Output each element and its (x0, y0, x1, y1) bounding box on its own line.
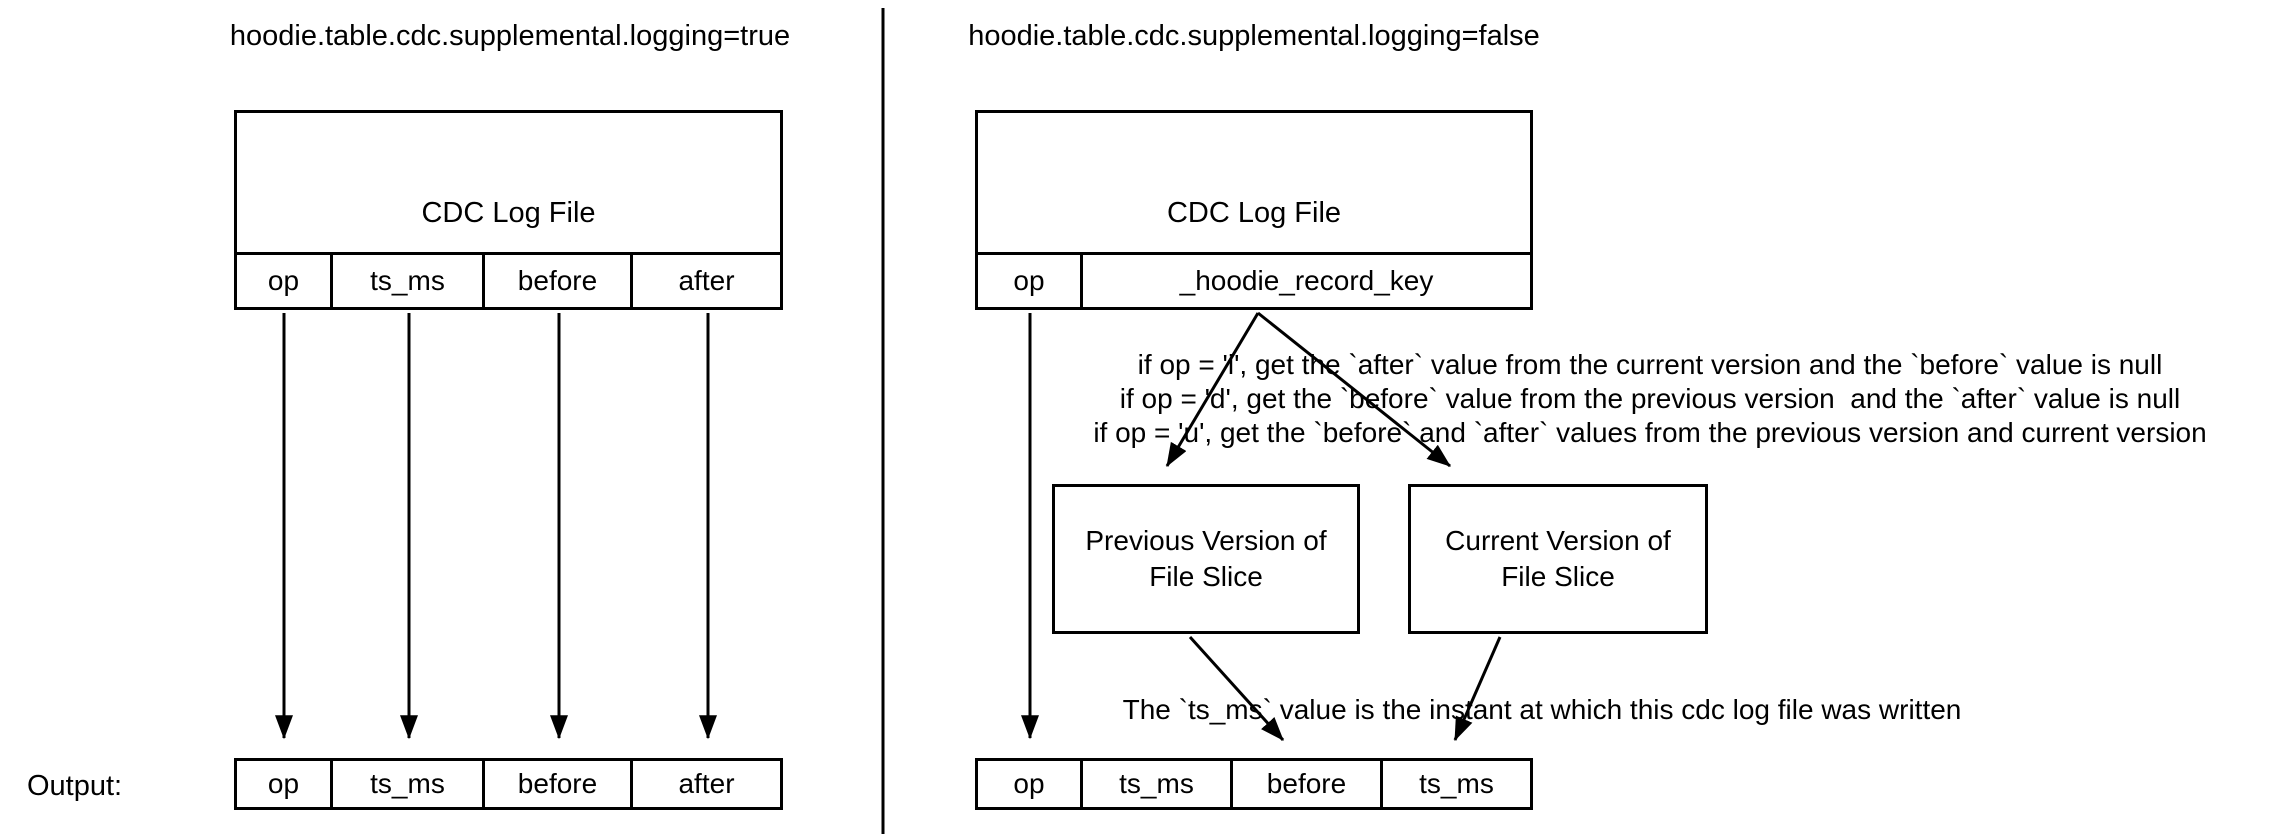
op-rules-text: if op = 'i', get the `after` value from … (1020, 348, 2278, 450)
left-log-col-tsms: ts_ms (333, 255, 485, 307)
right-output-col-tsms: ts_ms (1083, 761, 1233, 807)
right-log-col-op: op (978, 255, 1083, 307)
current-slice-label-line1: Current Version of (1445, 525, 1671, 556)
right-cdc-log-file-label: CDC Log File (978, 113, 1530, 255)
left-cdc-header-row: op ts_ms before after (237, 255, 780, 307)
left-output-row: op ts_ms before after (234, 758, 783, 810)
current-slice-label-line2: File Slice (1501, 561, 1615, 592)
arrow-current-slice-to-tsms (1453, 636, 1502, 742)
left-log-col-op: op (237, 255, 333, 307)
op-rule-insert: if op = 'i', get the `after` value from … (1137, 349, 2163, 380)
right-panel-title: hoodie.table.cdc.supplemental.logging=fa… (968, 20, 1540, 52)
arrow-previous-slice-to-before (1188, 635, 1285, 742)
left-log-col-before: before (485, 255, 633, 307)
ts-ms-note-text: The `ts_ms` value is the instant at whic… (1122, 694, 1962, 725)
op-rule-update: if op = 'u', get the `before` and `after… (1093, 417, 2207, 448)
right-output-col-op: op (978, 761, 1083, 807)
left-output-col-tsms: ts_ms (333, 761, 485, 807)
arrow-recordkey-to-previous-slice (1165, 312, 1260, 468)
right-cdc-log-file-box: CDC Log File op _hoodie_record_key (975, 110, 1533, 310)
previous-slice-label-line2: File Slice (1149, 561, 1263, 592)
op-rule-delete: if op = 'd', get the `before` value from… (1119, 383, 2181, 414)
left-cdc-log-file-box: CDC Log File op ts_ms before after (234, 110, 783, 310)
right-output-row: op ts_ms before ts_ms (975, 758, 1533, 810)
left-panel-title: hoodie.table.cdc.supplemental.logging=tr… (229, 20, 791, 52)
left-output-col-before: before (485, 761, 633, 807)
right-output-col-tsms2: ts_ms (1419, 768, 1494, 799)
right-log-col-recordkey: _hoodie_record_key (1179, 265, 1434, 296)
left-output-col-after: after (678, 768, 735, 799)
right-cdc-header-row: op _hoodie_record_key (978, 255, 1530, 307)
left-cdc-log-file-label: CDC Log File (237, 113, 780, 255)
previous-version-file-slice-box: Previous Version of File Slice (1052, 484, 1360, 634)
previous-slice-label-line1: Previous Version of (1085, 525, 1327, 556)
arrow-recordkey-to-current-slice (1257, 311, 1451, 468)
right-output-col-before: before (1233, 761, 1383, 807)
left-log-col-after: after (678, 265, 735, 296)
current-version-file-slice-box: Current Version of File Slice (1408, 484, 1708, 634)
output-label: Output: (27, 770, 123, 802)
left-output-col-op: op (237, 761, 333, 807)
